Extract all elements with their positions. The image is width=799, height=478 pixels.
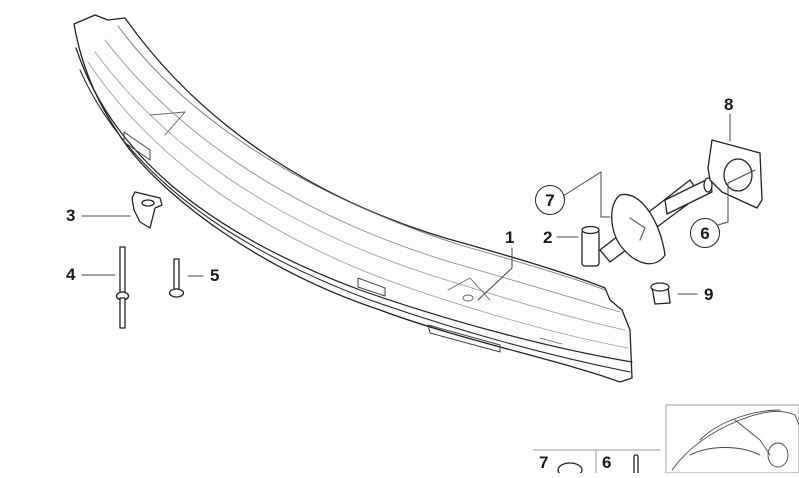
thumbnail-label-7: 7 [539, 453, 549, 472]
callout-5: 5 [210, 266, 220, 285]
callout-6: 6 [690, 218, 720, 248]
callout-2: 2 [543, 228, 553, 247]
thumbnail-label-6: 6 [602, 453, 612, 472]
callout-8: 8 [724, 95, 734, 114]
crash-box-drawing [599, 177, 713, 265]
stud-bolt-drawing [115, 246, 130, 329]
callout-3: 3 [66, 206, 76, 225]
screw-drawing [168, 258, 185, 298]
cap-drawing [650, 282, 671, 305]
callout-9: 9 [704, 285, 714, 304]
bracket-drawing [131, 191, 163, 229]
car-thumbnail [665, 404, 799, 474]
callout-7: 7 [535, 185, 565, 215]
bumper-carrier-drawing [73, 14, 633, 383]
sleeve-drawing [581, 225, 600, 267]
plate-drawing [707, 139, 763, 209]
callout-1: 1 [505, 228, 515, 247]
thumbnail-frames [532, 449, 661, 478]
callout-4: 4 [66, 265, 76, 284]
